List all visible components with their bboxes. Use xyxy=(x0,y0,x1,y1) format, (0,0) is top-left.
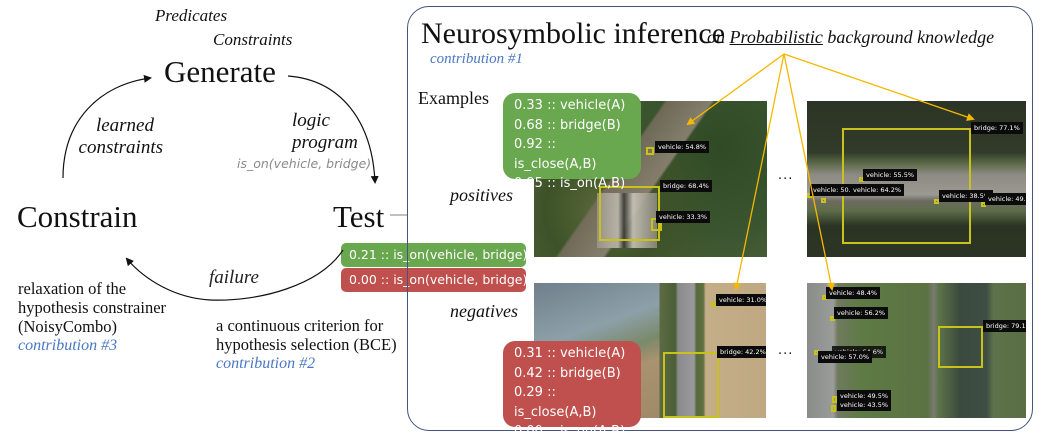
predicates-label: Predicates xyxy=(155,6,228,25)
detection-label: bridge: 77.1% xyxy=(971,122,1023,134)
detection-box xyxy=(711,302,716,307)
learned-label-line2: constraints xyxy=(78,137,163,158)
failure-note-line: hypothesis selection (BCE) xyxy=(216,335,397,354)
detection-box xyxy=(821,198,826,203)
contribution-2: contribution #2 xyxy=(216,355,316,372)
detection-label: vehicle: 54.8% xyxy=(655,141,710,153)
detection-label: bridge: 42.2% xyxy=(717,346,766,358)
learned-label-line1: learned xyxy=(95,115,154,136)
subtitle-pre: on xyxy=(707,27,730,47)
test-result-negative: 0.00 :: is_on(vehicle, bridge) xyxy=(341,268,527,292)
detection-label: vehicle: 31.0% xyxy=(716,294,766,306)
failure-label: failure xyxy=(209,267,259,288)
failure-note: a continuous criterion for hypothesis se… xyxy=(216,316,397,373)
detection-label: vehicle: 33.3% xyxy=(656,211,711,223)
negative-image-2: vehicle: 48.4% vehicle: 56.2% vehicle: 6… xyxy=(807,283,1026,418)
detection-label: vehicle: 38.5% xyxy=(939,190,994,202)
detection-label: vehicle: 43.5% xyxy=(837,399,892,411)
detection-label: vehicle: 56.2% xyxy=(834,307,889,319)
logic-program-label: logic program xyxy=(292,110,358,154)
subtitle-post: background knowledge xyxy=(822,27,995,47)
fact-line: 0.29 :: is_close(A,B) xyxy=(514,385,597,420)
detection-label: vehicle: 55.5% xyxy=(863,169,918,181)
detection-box xyxy=(938,326,983,368)
positive-facts-box: 0.33 :: vehicle(A) 0.68 :: bridge(B) 0.9… xyxy=(503,93,641,191)
fact-line: 0.00 :: is_on(A,B) xyxy=(514,424,626,439)
learned-constraints-label: learned constraints xyxy=(77,115,163,159)
detection-label: bridge: 79.1% xyxy=(983,320,1026,332)
negative-facts-box: 0.31 :: vehicle(A) 0.42 :: bridge(B) 0.2… xyxy=(503,341,641,439)
negatives-label: negatives xyxy=(450,301,518,321)
program-example: is_on(vehicle, bridge) xyxy=(237,156,372,171)
detection-label: vehicle: 48.4% xyxy=(826,287,881,299)
positive-image-1: vehicle: 54.8% bridge: 68.4% vehicle: 33… xyxy=(534,101,767,257)
logic-label-line2: program xyxy=(292,132,358,153)
fact-line: 0.33 :: vehicle(A) xyxy=(514,98,626,113)
constrain-note-line: hypothesis constrainer xyxy=(18,298,167,317)
constrain-note: relaxation of the hypothesis constrainer… xyxy=(18,279,166,355)
examples-label: Examples xyxy=(418,88,489,108)
generate-node: Generate xyxy=(164,54,276,89)
detection-label: bridge: 68.4% xyxy=(660,180,712,192)
detection-box xyxy=(599,186,660,241)
panel-title: Neurosymbolic inference xyxy=(421,17,726,50)
constrain-note-line: (NoisyCombo) xyxy=(18,317,117,336)
detection-box xyxy=(934,199,939,204)
neurosymbolic-panel xyxy=(407,6,1033,431)
contribution-3: contribution #3 xyxy=(18,337,118,354)
failure-note-line: a continuous criterion for xyxy=(216,316,384,335)
fact-line: 0.31 :: vehicle(A) xyxy=(514,346,626,361)
fact-line: 0.92 :: is_close(A,B) xyxy=(514,137,597,172)
bridge-structure xyxy=(597,193,657,248)
fact-line: 0.95 :: is_on(A,B) xyxy=(514,176,626,191)
logic-label-line1: logic xyxy=(292,110,330,131)
positive-image-2: bridge: 77.1% vehicle: 55.5% vehicle: 50… xyxy=(807,101,1026,257)
contribution-1: contribution #1 xyxy=(430,51,523,67)
detection-box xyxy=(663,352,719,418)
detection-label: vehicle: 57.0% xyxy=(818,351,873,363)
test-node: Test xyxy=(333,199,385,234)
positives-ellipsis: ... xyxy=(778,168,794,183)
detection-label: vehicle: 49.1% xyxy=(985,193,1026,205)
test-result-positive: 0.21 :: is_on(vehicle, bridge) xyxy=(341,243,527,267)
positives-label: positives xyxy=(450,185,513,205)
fact-line: 0.68 :: bridge(B) xyxy=(514,117,621,133)
constraints-input-label: Constraints xyxy=(213,30,293,49)
detection-label: vehicle: 64.2% xyxy=(850,184,905,196)
detection-box xyxy=(831,405,836,412)
constrain-node: Constrain xyxy=(17,199,138,234)
negatives-ellipsis: ... xyxy=(778,343,794,358)
fact-line: 0.42 :: bridge(B) xyxy=(514,365,621,381)
constrain-note-line: relaxation of the xyxy=(18,279,127,298)
panel-subtitle: on Probabilistic background knowledge xyxy=(707,27,994,48)
subtitle-probabilistic: Probabilistic xyxy=(729,27,823,47)
detection-box xyxy=(646,147,654,155)
detection-box xyxy=(832,396,837,403)
